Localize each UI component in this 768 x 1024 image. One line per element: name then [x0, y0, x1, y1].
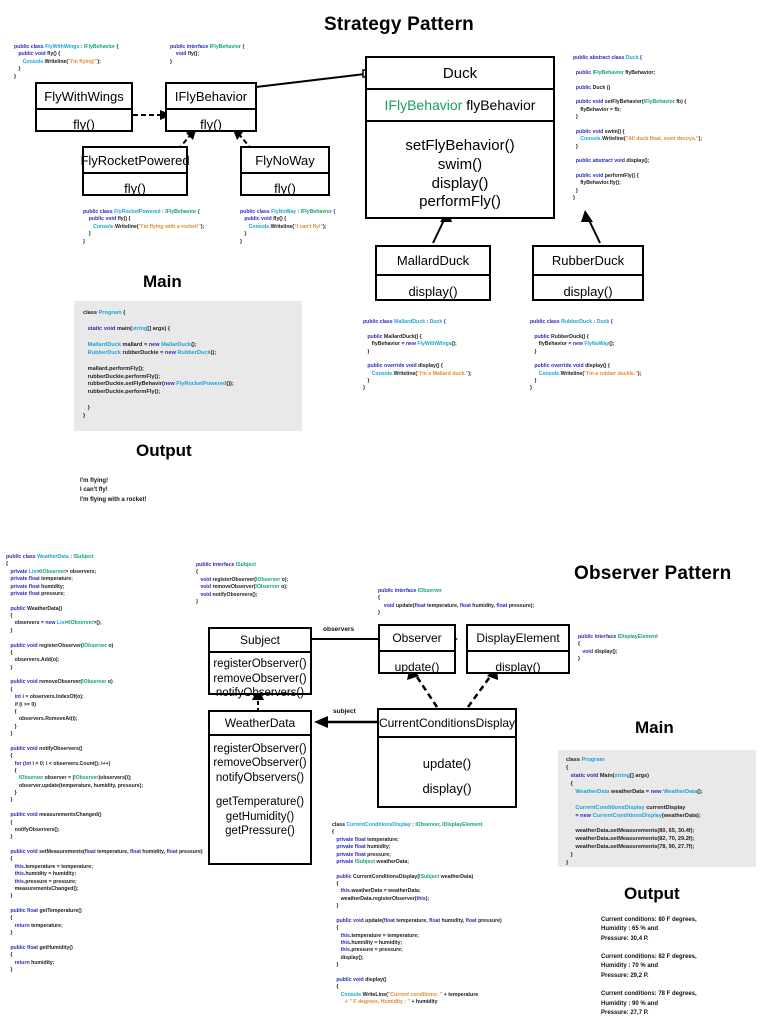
uml-op: registerObserver() — [213, 743, 307, 755]
uml-name-ifly-behavior: IFlyBehavior — [167, 84, 255, 110]
uml-class-observer[interactable]: Observer update() — [378, 624, 456, 674]
uml-op: notifyObservers() — [215, 771, 305, 784]
code-idisplayelement: public interface IDisplayElement { void … — [578, 634, 658, 663]
uml-class-weather-data[interactable]: WeatherData registerObserver() removeObs… — [208, 710, 312, 865]
uml-class-ifly-behavior[interactable]: IFlyBehavior fly() — [165, 82, 257, 132]
uml-op: removeObserver() — [213, 672, 307, 685]
uml-op: display() — [563, 284, 613, 300]
uml-class-mallard-duck[interactable]: MallardDuck display() — [375, 245, 491, 301]
uml-op: fly() — [73, 116, 95, 132]
uml-name-rubber-duck: RubberDuck — [534, 247, 642, 276]
uml-attribute-duck-flybehavior: IFlyBehavior flyBehavior — [367, 90, 553, 122]
uml-op: getPressure() — [225, 824, 295, 837]
uml-op: update() — [422, 756, 472, 772]
code-iobserver: public interface IObserver { void update… — [378, 588, 535, 617]
uml-name-mallard-duck: MallardDuck — [377, 247, 489, 276]
code-rubber-duck: public class RubberDuck : Duck { public … — [530, 319, 642, 392]
observer-main-code-panel: class Program { static void Main(string[… — [558, 750, 756, 867]
uml-op: fly() — [124, 180, 146, 196]
uml-op: fly() — [274, 180, 296, 196]
uml-class-fly-no-way[interactable]: FlyNoWay fly() — [240, 146, 330, 196]
strategy-output-text: I'm flying! I can't fly! I'm flying with… — [80, 478, 147, 503]
uml-op: getTemperature() — [215, 796, 305, 809]
code-current-conditions-display: class CurrentConditionsDisplay : IObserv… — [332, 822, 502, 1005]
uml-attribute-type: IFlyBehavior — [384, 97, 463, 113]
uml-op: removeObserver() — [213, 757, 307, 770]
uml-class-subject[interactable]: Subject registerObserver() removeObserve… — [208, 627, 312, 699]
uml-class-current-conditions-display[interactable]: CurrentConditionsDisplay update() displa… — [377, 708, 517, 808]
uml-name-observer: Observer — [380, 626, 454, 652]
uml-name-current-conditions-display: CurrentConditionsDisplay — [379, 710, 515, 738]
observer-output-heading: Output — [624, 884, 680, 903]
uml-class-fly-rocket-powered[interactable]: FlyRocketPowered fly() — [80, 146, 190, 196]
strategy-pattern-title: Strategy Pattern — [324, 14, 474, 35]
uml-op: getHumidity() — [225, 810, 295, 823]
uml-name-fly-rocket-powered: FlyRocketPowered — [80, 148, 190, 174]
uml-op: update() — [394, 659, 440, 674]
code-fly-rocket-powered: public class FlyRocketPowered : IFlyBeha… — [83, 209, 205, 245]
code-observer-main: class Program { static void Main(string[… — [566, 757, 703, 867]
uml-class-rubber-duck[interactable]: RubberDuck display() — [532, 245, 644, 301]
code-duck: public abstract class Duck { public IFly… — [573, 55, 703, 202]
uml-op: display() — [495, 659, 541, 674]
uml-op: display() — [422, 781, 472, 796]
edge-label-subject: subject — [333, 708, 356, 715]
uml-class-display-element[interactable]: DisplayElement display() — [466, 624, 570, 674]
code-isubject: public interface ISubject { void registe… — [196, 562, 289, 605]
uml-op: performFly() — [419, 193, 501, 211]
strategy-output-heading: Output — [136, 441, 192, 460]
uml-op: notifyObservers() — [215, 687, 305, 700]
uml-name-duck: Duck — [367, 58, 553, 90]
uml-name-fly-no-way: FlyNoWay — [242, 148, 328, 174]
uml-name-subject: Subject — [210, 629, 310, 653]
code-ifly-behavior: public interface IFlyBehavior { void fly… — [170, 44, 245, 65]
code-mallard-duck: public class MallardDuck : Duck { public… — [363, 319, 472, 392]
code-fly-with-wings: public class FlyWithWings : IFlyBehavior… — [14, 44, 119, 80]
uml-name-weather-data: WeatherData — [210, 712, 310, 736]
code-weather-data: public class WeatherData : ISubject { pr… — [6, 554, 203, 973]
observer-main-heading: Main — [635, 718, 674, 737]
uml-op: swim() — [437, 155, 483, 173]
uml-op: registerObserver() — [213, 658, 307, 671]
uml-attribute-name: flyBehavior — [466, 97, 536, 113]
uml-name-fly-with-wings: FlyWithWings — [37, 84, 131, 110]
observer-output-text: Current conditions: 80 F degrees, Humidi… — [601, 917, 697, 1016]
strategy-main-code-panel: class Program { static void main(string[… — [74, 301, 302, 431]
observer-pattern-title: Observer Pattern — [574, 563, 732, 584]
code-strategy-main: class Program { static void main(string[… — [83, 310, 234, 420]
uml-op: setFlyBehavior() — [405, 137, 515, 154]
uml-op: display() — [408, 284, 458, 300]
uml-class-fly-with-wings[interactable]: FlyWithWings fly() — [35, 82, 133, 132]
uml-op: fly() — [200, 116, 222, 132]
uml-name-display-element: DisplayElement — [468, 626, 568, 652]
strategy-main-heading: Main — [143, 272, 182, 291]
uml-op: display() — [431, 174, 489, 192]
edge-label-observers: observers — [323, 626, 355, 633]
code-fly-no-way: public class FlyNoWay : IFlyBehavior { p… — [240, 209, 336, 245]
uml-class-duck[interactable]: Duck IFlyBehavior flyBehavior setFlyBeha… — [365, 56, 555, 219]
